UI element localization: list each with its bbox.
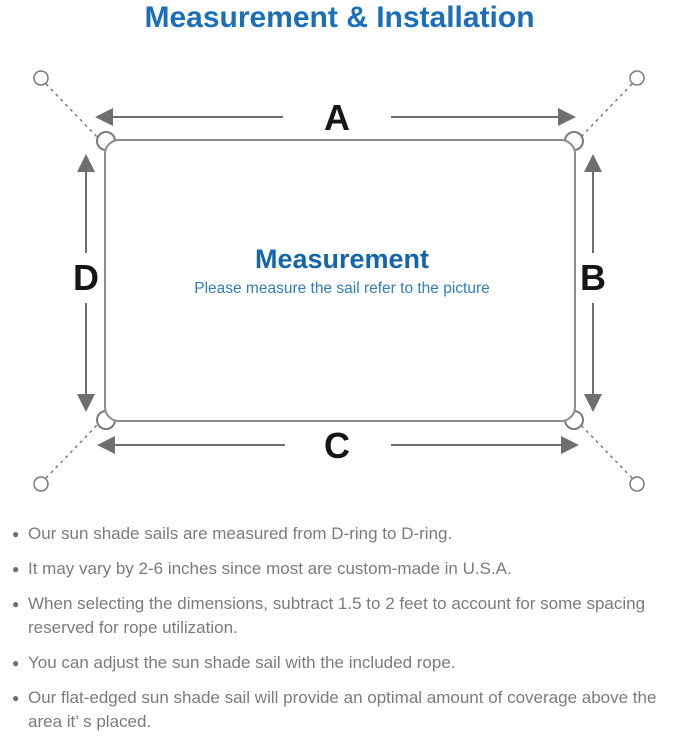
bullet-icon: ● xyxy=(12,656,20,670)
list-item-text: It may vary by 2-6 inches since most are… xyxy=(28,559,512,578)
bullet-icon: ● xyxy=(12,597,20,611)
rope-dashed-top-right xyxy=(577,83,633,141)
anchor-point-bottom-left-icon xyxy=(33,476,49,492)
measurement-notes-list: ● Our sun shade sails are measured from … xyxy=(12,522,671,739)
bullet-icon: ● xyxy=(12,691,20,705)
list-item-text: When selecting the dimensions, subtract … xyxy=(28,594,646,637)
bullet-icon: ● xyxy=(12,527,20,541)
list-item: ● Our flat-edged sun shade sail will pro… xyxy=(12,686,671,734)
diagram-center-subtitle: Please measure the sail refer to the pic… xyxy=(194,280,490,297)
list-item: ● Our sun shade sails are measured from … xyxy=(12,522,671,546)
list-item: ● When selecting the dimensions, subtrac… xyxy=(12,592,671,640)
rope-dashed-top-left xyxy=(45,83,101,141)
rope-dashed-bottom-right xyxy=(577,421,633,479)
list-item-text: You can adjust the sun shade sail with t… xyxy=(28,653,456,672)
list-item-text: Our flat-edged sun shade sail will provi… xyxy=(28,688,657,731)
dimension-label-a: A xyxy=(324,97,350,138)
list-item-text: Our sun shade sails are measured from D-… xyxy=(28,524,453,543)
list-item: ● You can adjust the sun shade sail with… xyxy=(12,651,671,675)
dimension-label-c: C xyxy=(324,425,350,466)
diagram-center-title: Measurement xyxy=(255,244,429,274)
dimension-label-b: B xyxy=(580,257,606,298)
rope-dashed-bottom-left xyxy=(45,421,101,479)
sail-measurement-diagram: A B C D Measurement Please measure the s… xyxy=(33,70,645,492)
dimension-label-d: D xyxy=(73,257,99,298)
anchor-point-top-left-icon xyxy=(33,70,49,86)
sail-outline xyxy=(104,139,576,422)
anchor-point-bottom-right-icon xyxy=(629,476,645,492)
page-title: Measurement & Installation xyxy=(144,1,535,34)
bullet-icon: ● xyxy=(12,562,20,576)
anchor-point-top-right-icon xyxy=(629,70,645,86)
list-item: ● It may vary by 2-6 inches since most a… xyxy=(12,557,671,581)
